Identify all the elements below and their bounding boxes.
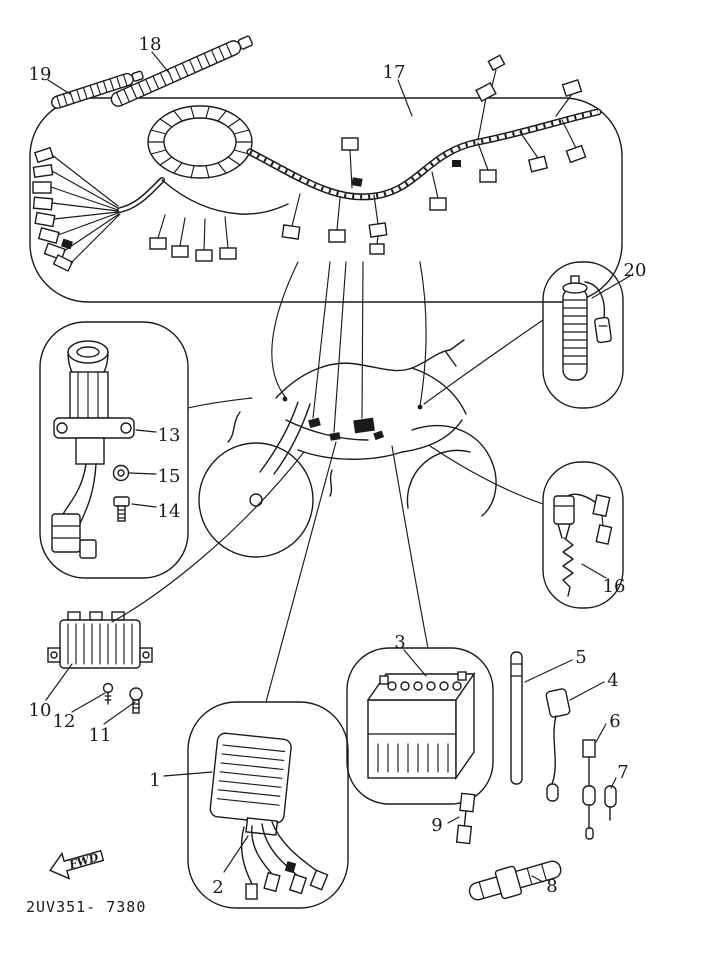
part-14-bolt xyxy=(113,496,130,522)
callout-12: 12 xyxy=(53,711,76,732)
harness-coil xyxy=(147,105,253,179)
connection-lines xyxy=(111,261,544,703)
callout-18: 18 xyxy=(139,34,162,55)
harness-trunk xyxy=(117,108,602,215)
part-10-regulator xyxy=(47,611,153,669)
callout-1: 1 xyxy=(149,770,160,791)
callout-3: 3 xyxy=(394,632,405,653)
part-3-battery xyxy=(366,671,476,781)
callout-2: 2 xyxy=(212,877,223,898)
callout-13: 13 xyxy=(158,425,181,446)
callout-16: 16 xyxy=(603,576,626,597)
part-9-fuse xyxy=(455,792,476,845)
harness-branch-connectors xyxy=(149,54,587,262)
part-11-bolt xyxy=(129,687,143,714)
part-5-tube xyxy=(510,651,523,785)
part-20-grip xyxy=(562,275,612,381)
part-7-terminal xyxy=(604,785,617,821)
callout-10: 10 xyxy=(29,700,52,721)
callout-4: 4 xyxy=(607,670,618,691)
part-6-lead-wire xyxy=(582,739,596,840)
part-8-band xyxy=(468,860,562,901)
callout-7: 7 xyxy=(617,762,628,783)
callout-leader-lines xyxy=(45,51,631,883)
callout-20: 20 xyxy=(624,260,647,281)
strap-18 xyxy=(110,35,253,107)
callout-15: 15 xyxy=(158,466,181,487)
fwd-arrow: FWD xyxy=(49,849,105,880)
callout-6: 6 xyxy=(609,711,620,732)
fwd-label: FWD xyxy=(67,851,101,872)
callout-5: 5 xyxy=(575,647,586,668)
harness-connector-blobs xyxy=(308,417,385,441)
part-13-main-switch xyxy=(51,340,135,559)
callout-numbers: 1 2 3 4 5 6 7 8 9 10 11 12 13 14 15 16 1… xyxy=(29,34,647,898)
callout-9: 9 xyxy=(431,815,442,836)
callout-8: 8 xyxy=(546,876,557,897)
part-1-cdi-unit xyxy=(209,732,329,900)
part-4-relay xyxy=(545,688,571,802)
harness-left-connectors xyxy=(32,146,121,272)
part-15-washer xyxy=(112,464,130,482)
callout-19: 19 xyxy=(29,64,52,85)
callout-17: 17 xyxy=(383,62,406,83)
strap-19 xyxy=(51,70,144,109)
callout-11: 11 xyxy=(89,725,112,746)
motorcycle-sketch xyxy=(198,339,497,558)
footer-part-code: 2UV351- 7380 xyxy=(26,898,146,916)
part-12-screw xyxy=(102,682,114,705)
callout-14: 14 xyxy=(158,501,181,522)
part-16-sensor xyxy=(553,493,613,597)
wiring-harness xyxy=(32,54,602,272)
